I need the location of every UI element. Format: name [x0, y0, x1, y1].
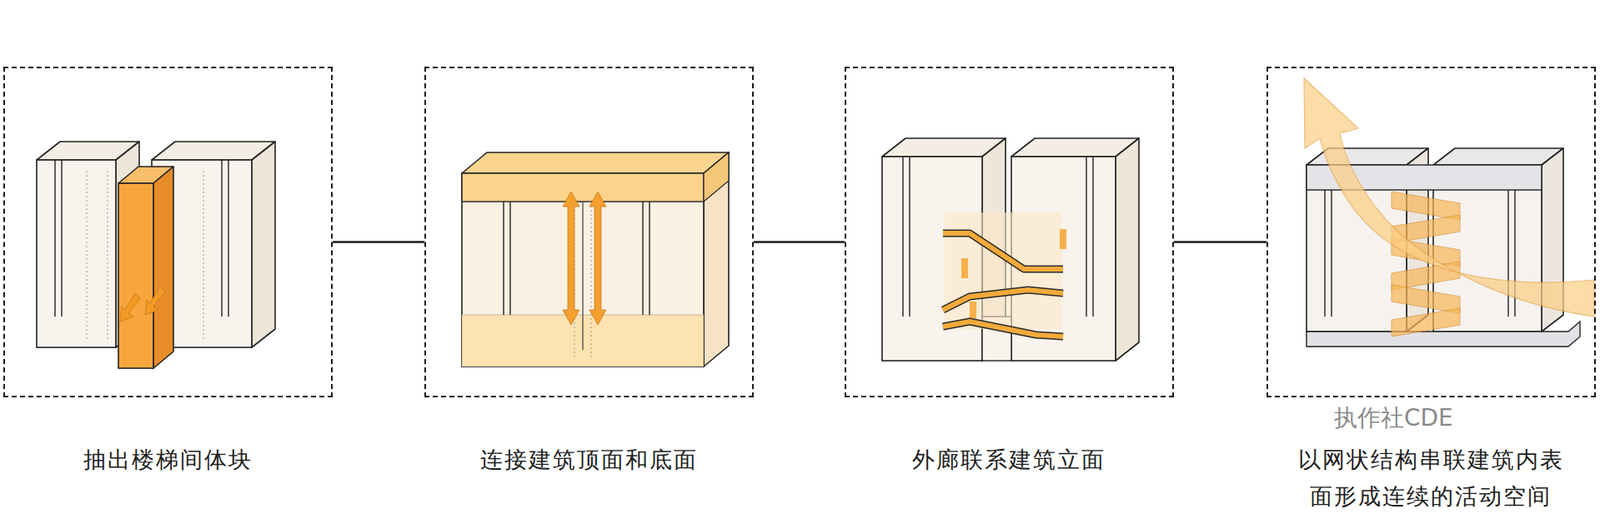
roof-band	[461, 173, 704, 202]
block-front	[882, 156, 983, 362]
step-panel: 抽出楼梯间体块	[3, 66, 333, 398]
connector-line	[753, 240, 845, 244]
block-top	[461, 152, 729, 174]
step-panel: 以网状结构串联建筑内表面形成连续的活动空间	[1266, 66, 1596, 398]
step-panel: 外廊联系建筑立面	[844, 66, 1174, 398]
orange-mark	[1059, 229, 1067, 250]
edge-line	[54, 160, 56, 317]
orange-mark	[969, 301, 977, 319]
edge-line	[902, 156, 903, 317]
step-caption: 连接建筑顶面和底面	[424, 441, 754, 479]
edge-line	[908, 156, 910, 317]
illustration-panel	[882, 138, 1139, 362]
block-front	[461, 173, 704, 367]
block-side	[153, 166, 174, 369]
spiral-ribbon	[1391, 285, 1460, 314]
spiral-ribbon	[1391, 191, 1460, 221]
edge-line	[509, 201, 511, 316]
edge-line	[1324, 190, 1325, 317]
edge-line	[1507, 190, 1509, 317]
corridor-outline	[942, 233, 1064, 270]
block-side	[1115, 138, 1139, 362]
edge-line	[642, 201, 643, 316]
corridor-outline	[942, 321, 1064, 337]
flow-arrow	[1304, 78, 1595, 317]
corridor	[942, 321, 1064, 337]
edge-line	[648, 201, 650, 316]
edge-line	[227, 160, 229, 317]
illustration-panel	[1304, 78, 1595, 347]
step-caption: 外廊联系建筑立面	[844, 441, 1174, 479]
connector-line	[332, 240, 425, 244]
corridor	[942, 233, 1064, 270]
hidden-line	[86, 170, 88, 342]
edge-line	[220, 160, 222, 317]
movement-arrow	[145, 286, 166, 316]
spiral-ribbon	[1391, 308, 1460, 337]
block-front	[118, 183, 154, 369]
movement-arrow	[589, 191, 607, 326]
watermark: 执作社CDE	[1334, 405, 1454, 432]
step-caption: 抽出楼梯间体块	[3, 441, 333, 479]
hidden-line	[107, 170, 109, 342]
illustration-panel	[461, 152, 729, 367]
step-caption: 以网状结构串联建筑内表面形成连续的活动空间	[1292, 441, 1570, 516]
movement-arrow	[562, 191, 580, 326]
connector-line	[1173, 240, 1267, 244]
edge-line	[1085, 156, 1087, 317]
edge-line	[502, 201, 504, 316]
block-front	[36, 160, 116, 348]
corridor	[942, 290, 1064, 311]
hidden-line	[203, 170, 205, 342]
building-block	[461, 152, 729, 367]
stair-volume	[118, 166, 174, 369]
illustration-panel	[36, 141, 276, 369]
edge-line	[60, 160, 62, 317]
orange-mark	[961, 258, 969, 279]
edge-line	[1092, 156, 1094, 317]
corridor-outline	[942, 290, 1064, 311]
edge-line	[581, 201, 583, 351]
movement-arrow	[120, 293, 141, 322]
hidden-line	[591, 201, 592, 359]
block-side	[251, 141, 276, 348]
block-side	[703, 152, 729, 367]
step-panel: 连接建筑顶面和底面	[424, 66, 754, 398]
roof-band-side	[703, 152, 729, 202]
spiral-ribbon	[1391, 261, 1460, 291]
edge-line	[1330, 190, 1332, 317]
